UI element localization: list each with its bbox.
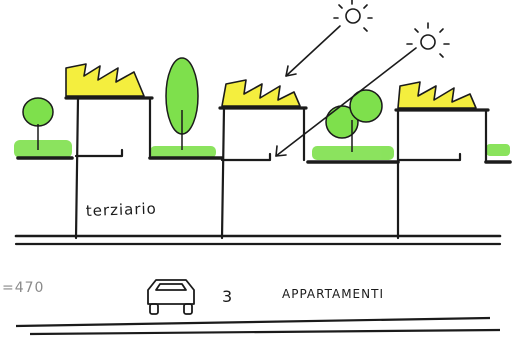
green-roof-left — [14, 140, 72, 158]
building-block-3 — [398, 110, 486, 238]
green-roof-right — [312, 146, 394, 160]
height-note: =470 — [2, 280, 44, 296]
parking-car — [148, 280, 194, 314]
road-line-upper — [16, 318, 490, 326]
building-use-label: terziario — [86, 200, 158, 220]
solar-panel-array-1 — [66, 64, 144, 96]
solar-panel-array-2 — [222, 80, 300, 106]
road — [16, 318, 500, 334]
tree-crown-left — [23, 98, 53, 126]
car-wheel-left — [150, 304, 158, 314]
car-wheel-right — [184, 304, 192, 314]
parking-count: 3 — [222, 287, 233, 306]
buildings — [16, 98, 510, 244]
road-line-lower — [30, 330, 500, 334]
car-windshield — [156, 284, 186, 290]
solar-panel-array-3 — [398, 82, 476, 108]
parking-label: APPARTAMENTI — [282, 287, 384, 301]
building-block-2 — [222, 108, 304, 238]
sun-right — [421, 35, 435, 49]
sun-left — [346, 9, 360, 23]
solar-panels — [66, 64, 476, 108]
green-roof-far-right — [486, 144, 510, 156]
sun-right-rays — [407, 23, 449, 57]
sun-rays — [276, 0, 449, 156]
sun-ray-arrow-1 — [286, 26, 340, 76]
